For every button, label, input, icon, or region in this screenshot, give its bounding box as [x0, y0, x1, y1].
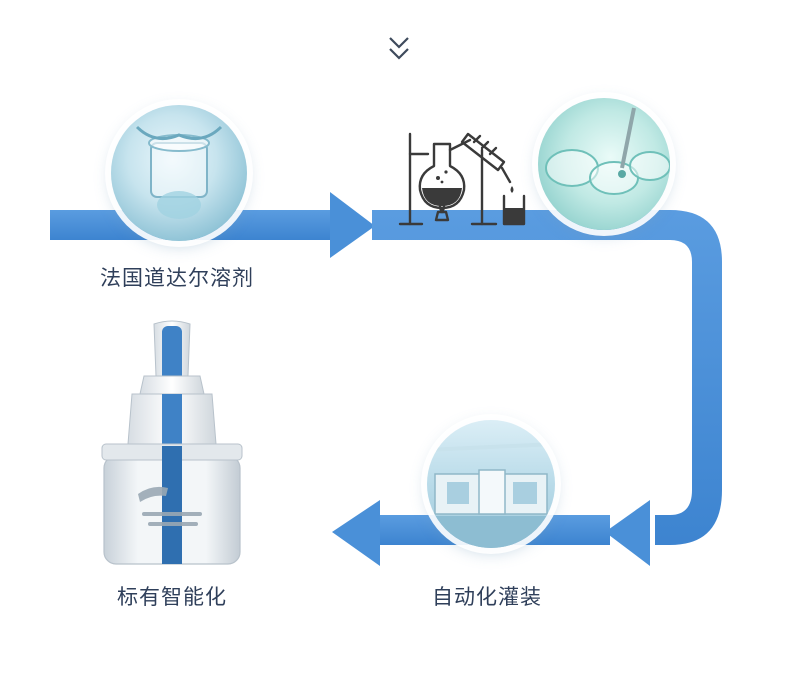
step-label-smart: 标有智能化: [117, 585, 227, 609]
flow-arrow-left-2: [605, 500, 650, 566]
factory-photo: [427, 420, 555, 548]
flow-arrow-right-1: [330, 192, 375, 258]
solvent-photo: [111, 105, 247, 241]
double-chevron-down-icon: [389, 37, 409, 60]
flow-band-top-right: [372, 210, 722, 545]
lab-research-photo: [538, 98, 670, 230]
distillation-apparatus-icon: [398, 132, 526, 226]
flow-arrow-left-3: [332, 500, 380, 566]
step-label-filling: 自动化灌装: [432, 585, 542, 609]
refill-bottle-image: [101, 320, 243, 565]
step-label-solvent: 法国道达尔溶剂: [100, 266, 254, 290]
